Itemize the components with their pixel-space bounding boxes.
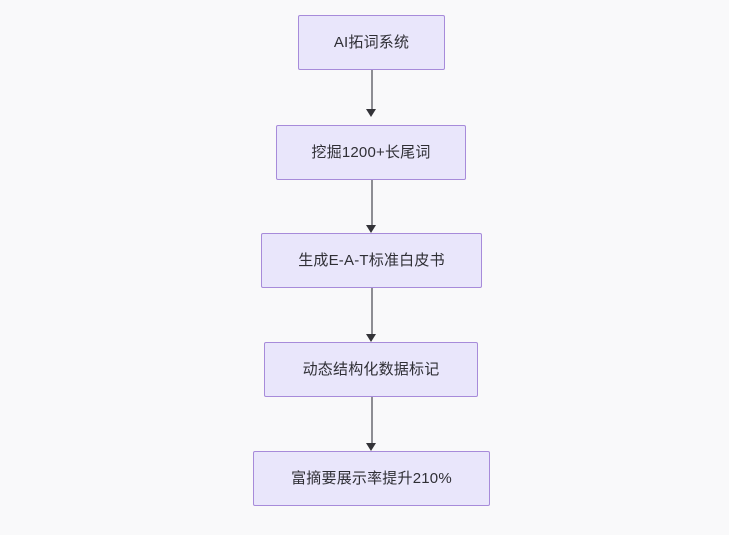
edge-line — [371, 180, 373, 225]
flowchart-node-rich-snippet-result[interactable]: 富摘要展示率提升210% — [253, 451, 490, 506]
node-label: AI拓词系统 — [333, 34, 410, 51]
arrowhead-icon — [366, 225, 377, 233]
node-label: 生成E-A-T标准白皮书 — [298, 252, 445, 269]
arrowhead-icon — [366, 109, 377, 117]
flowchart-node-ai-keyword-system[interactable]: AI拓词系统 — [298, 15, 445, 70]
flowchart-node-longtail-keywords[interactable]: 挖掘1200+长尾词 — [276, 125, 466, 180]
flowchart-node-eat-whitepaper[interactable]: 生成E-A-T标准白皮书 — [261, 233, 482, 288]
edge-line — [371, 70, 373, 109]
edge-line — [371, 288, 373, 334]
arrowhead-icon — [366, 443, 377, 451]
flowchart-node-structured-data-markup[interactable]: 动态结构化数据标记 — [264, 342, 478, 397]
node-label: 富摘要展示率提升210% — [291, 470, 452, 487]
node-label: 动态结构化数据标记 — [302, 361, 440, 378]
arrowhead-icon — [366, 334, 377, 342]
edge-line — [371, 397, 373, 443]
node-label: 挖掘1200+长尾词 — [311, 144, 431, 161]
